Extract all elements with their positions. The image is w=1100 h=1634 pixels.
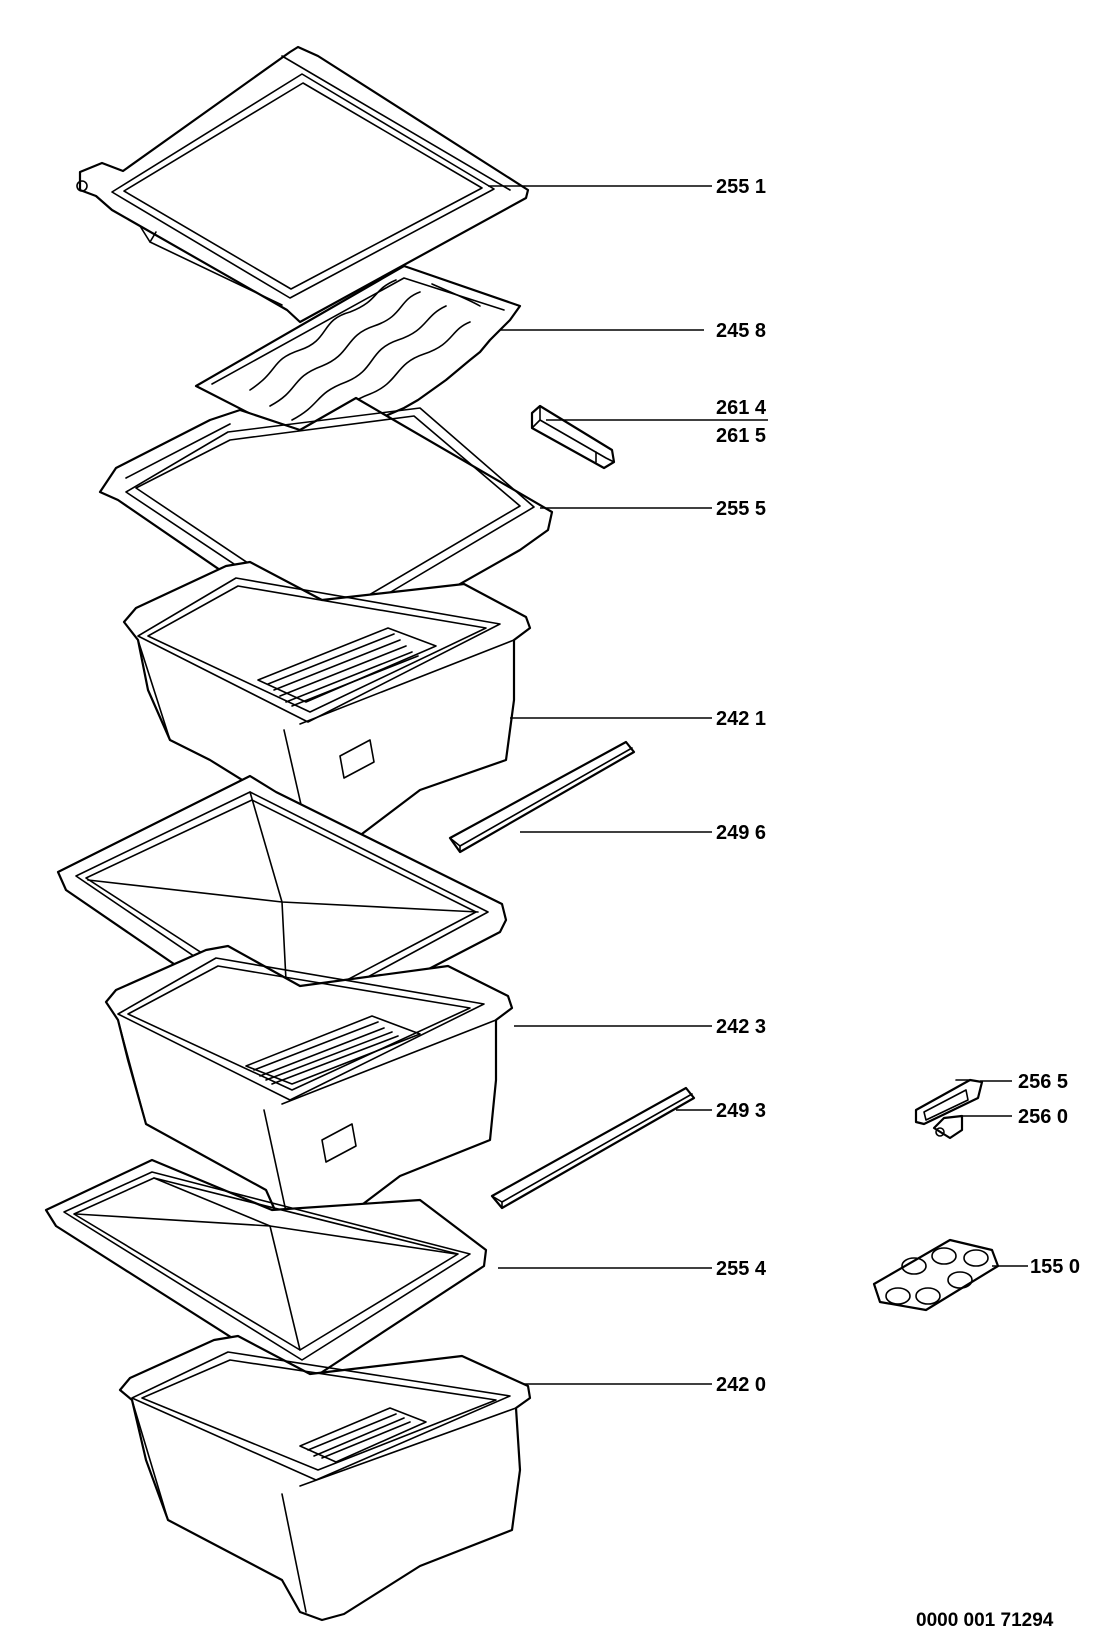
label-242-1: 242 1 [716, 708, 766, 730]
part-256-5-clip [914, 1078, 984, 1126]
label-256-0: 256 0 [1018, 1106, 1068, 1128]
leader-lines [488, 185, 1028, 1385]
label-155-0: 155 0 [1030, 1256, 1080, 1278]
part-261-4-bracket [530, 404, 616, 470]
label-261-5: 261 5 [716, 425, 766, 447]
label-255-4: 255 4 [716, 1258, 767, 1280]
part-242-3-crisper-drawer [104, 944, 514, 1238]
part-255-4-glass-plate [44, 1158, 488, 1382]
label-249-3: 249 3 [716, 1100, 766, 1122]
part-labels: 255 1 245 8 261 4 261 5 255 5 242 1 249 … [716, 176, 1080, 1396]
part-255-1-glass-shelf [76, 45, 530, 324]
label-249-6: 249 6 [716, 822, 766, 844]
label-255-5: 255 5 [716, 498, 766, 520]
part-242-0-crisper-drawer [118, 1334, 532, 1622]
part-155-0-egg-tray [872, 1238, 1000, 1312]
label-256-5: 256 5 [1018, 1071, 1068, 1093]
part-249-6-rail [448, 740, 636, 854]
label-261-4: 261 4 [716, 397, 767, 419]
label-245-8: 245 8 [716, 320, 766, 342]
document-number: 0000 001 71294 [916, 1610, 1054, 1631]
part-242-1-crisper-drawer [122, 560, 532, 852]
label-242-3: 242 3 [716, 1016, 766, 1038]
part-249-3-rail [490, 1086, 696, 1210]
part-256-0-clip [932, 1114, 964, 1140]
label-242-0: 242 0 [716, 1374, 766, 1396]
label-255-1: 255 1 [716, 176, 766, 198]
